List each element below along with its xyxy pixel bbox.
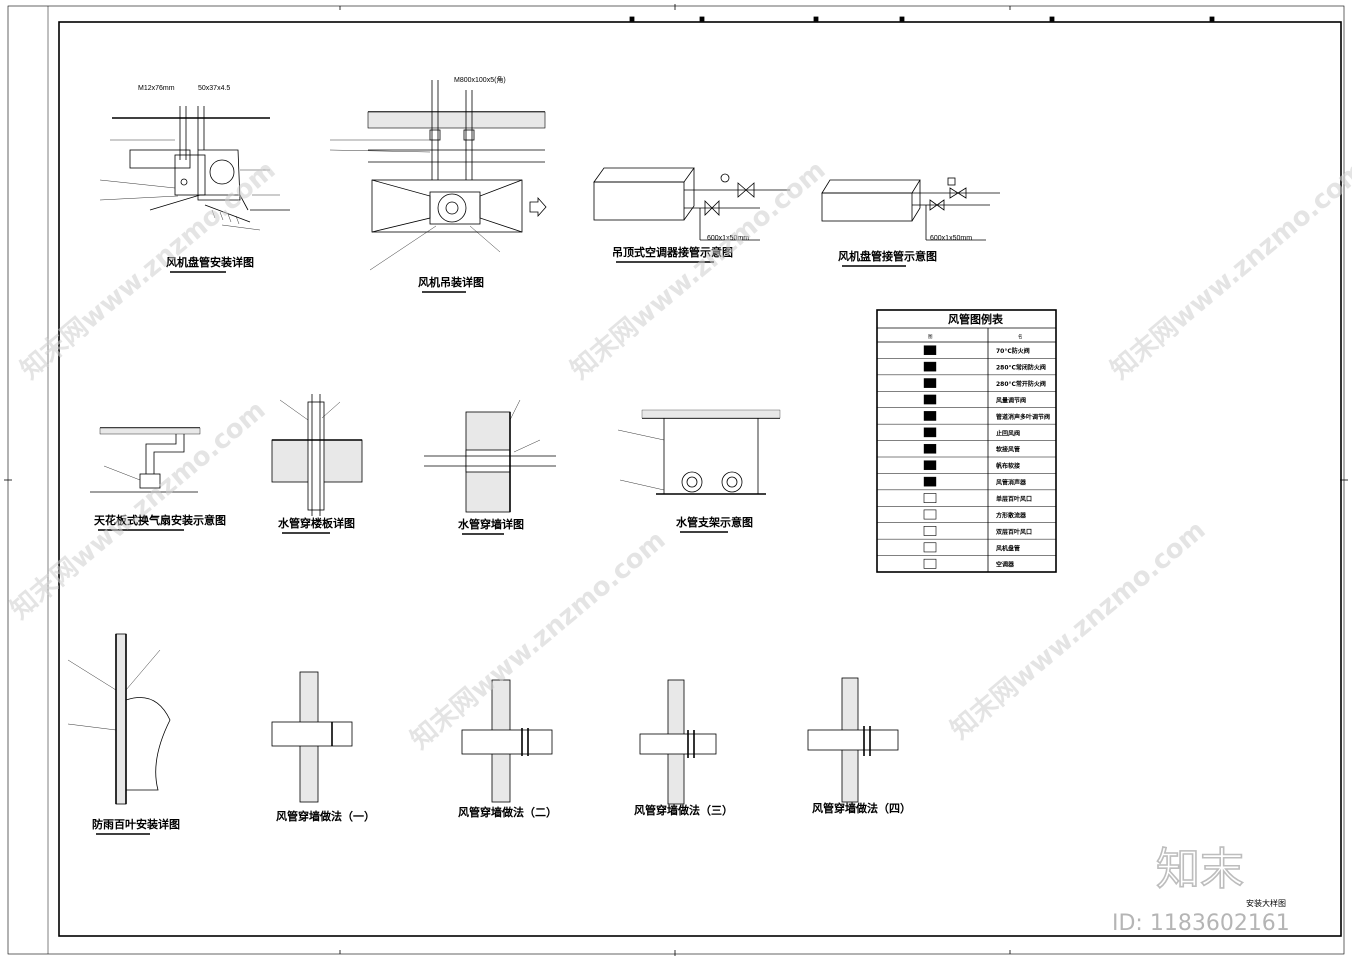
legend-head-name: 名 (1018, 333, 1023, 340)
fcu-dim-bolt: M12x76mm (138, 85, 175, 92)
logo: 知末 (1156, 844, 1244, 895)
legend-row: 风量调节阀 (877, 391, 1056, 404)
legend-row: 帆布软接 (877, 456, 1056, 471)
legend-row: 空调器 (877, 555, 1056, 569)
detail-duct-wall-1: 风管穿墙做法（一） (271, 671, 375, 823)
legend-row: 止回风阀 (877, 423, 1056, 438)
detail-ahu-pipe: 600x1x50mm 吊顶式空调器接管示意图 (593, 167, 790, 263)
legend-row-label: 管道消声多叶调节阀 (996, 413, 1050, 421)
duct-wall-2-caption: 风管穿墙做法（二） (458, 805, 557, 819)
svg-text:知末网www.znzmo.com: 知末网www.znzmo.com (945, 515, 1211, 745)
legend-row-label: 软接风管 (996, 446, 1020, 454)
legend-row: 280°C常闭防火阀 (877, 358, 1056, 372)
legend-row-label: 空调器 (996, 561, 1015, 569)
detail-pipe-support: 水管支架示意图 (617, 409, 781, 533)
louver-caption: 防雨百叶安装详图 (92, 817, 180, 831)
legend-title: 风管图例表 (948, 312, 1004, 326)
legend-symbol (923, 378, 937, 388)
legend-row: 软接风管 (877, 440, 1056, 454)
fcu-pipe-dim: 600x1x50mm (930, 235, 972, 242)
fan-hanging-caption: 风机吊装详图 (418, 275, 484, 289)
detail-fcu-install: M12x76mm 50x37x4.5 风机盘管安装详图 (99, 85, 290, 273)
id-text: ID: 1183602161 (1112, 911, 1290, 936)
pipe-support-caption: 水管支架示意图 (676, 515, 753, 529)
detail-fcu-pipe: 600x1x50mm 风机盘管接管示意图 (821, 177, 1000, 267)
legend-row: 单层百叶风口 (877, 489, 1056, 503)
legend-symbol (923, 394, 937, 405)
legend-row: 方形散流器 (877, 506, 1056, 519)
legend-symbol (923, 361, 937, 372)
ahu-dim: 600x1x50mm (707, 235, 749, 242)
legend-row-label: 风机盘管 (996, 544, 1020, 552)
legend-symbol (923, 411, 937, 421)
legend-symbol (923, 476, 937, 487)
legend-symbol (923, 542, 937, 553)
legend-row-label: 风管消声器 (996, 479, 1027, 487)
sheet-subtitle: 安装大样图 (1246, 898, 1286, 908)
svg-text:知末网www.znzmo.com: 知末网www.znzmo.com (405, 525, 671, 755)
legend-symbol (923, 427, 937, 438)
inner-frame (58, 21, 1342, 937)
svg-text:知末网www.znzmo.com: 知末网www.znzmo.com (15, 155, 281, 385)
frame-ticks (4, 4, 1348, 956)
legend-row: 280°C常开防火阀 (877, 374, 1056, 388)
detail-duct-wall-4: 风管穿墙做法（四） (807, 677, 911, 815)
legend-symbol (923, 493, 937, 503)
legend-symbol (923, 443, 937, 454)
legend-row: 风机盘管 (877, 538, 1056, 553)
legend-row-label: 280°C常闭防火阀 (996, 364, 1046, 372)
detail-pipe-wall: 水管穿墙详图 (424, 399, 556, 535)
pipe-wall-caption: 水管穿墙详图 (458, 517, 524, 531)
fan-dim-angle: M800x100x5(角) (454, 75, 506, 84)
detail-louver: 防雨百叶安装详图 (67, 633, 180, 835)
legend-row-label: 双层百叶风口 (996, 528, 1032, 536)
svg-text:知末网www.znzmo.com: 知末网www.znzmo.com (1105, 155, 1352, 385)
legend-row-label: 帆布软接 (996, 462, 1020, 470)
fcu-pipe-caption: 风机盘管接管示意图 (838, 249, 937, 263)
legend-row-label: 风量调节阀 (996, 396, 1026, 404)
detail-duct-wall-2: 风管穿墙做法（二） (458, 679, 557, 819)
fcu-dim-angle: 50x37x4.5 (198, 85, 230, 92)
legend-symbol (923, 345, 937, 356)
legend-symbol (923, 558, 937, 569)
legend-row-label: 单层百叶风口 (996, 495, 1032, 503)
legend-rows: 70°C防火阀 280°C常闭防火阀 280°C常开防火阀风量调节阀管道消声多叶调节… (877, 345, 1056, 569)
legend-row: 管道消声多叶调节阀 (877, 407, 1056, 421)
legend-row: 风管消声器 (877, 473, 1056, 487)
legend-row-label: 70°C防火阀 (996, 347, 1030, 355)
detail-fan-hanging: M800x100x5(角) 风机吊装详图 (329, 75, 547, 293)
legend-row-label: 280°C常开防火阀 (996, 380, 1046, 388)
legend-row: 70°C防火阀 (923, 345, 1030, 356)
legend-row-label: 止回风阀 (996, 429, 1020, 437)
pipe-floor-caption: 水管穿楼板详图 (278, 516, 355, 530)
legend-symbol (923, 509, 937, 520)
legend-symbol (923, 460, 937, 471)
duct-wall-4-caption: 风管穿墙做法（四） (812, 801, 911, 815)
duct-wall-1-caption: 风管穿墙做法（一） (276, 809, 375, 823)
detail-duct-wall-3: 风管穿墙做法（三） (634, 679, 733, 817)
legend-row-label: 方形散流器 (996, 511, 1027, 519)
legend-head-symbol: 图 (928, 334, 933, 340)
ahu-pipe-caption: 吊顶式空调器接管示意图 (612, 245, 733, 259)
legend-symbol (923, 526, 937, 536)
duct-wall-3-caption: 风管穿墙做法（三） (634, 803, 733, 817)
legend-table: 风管图例表 图 名 70°C防火阀 280°C常闭防火阀 280°C常开防火阀风量调… (876, 309, 1057, 573)
ceiling-fan-caption: 天花板式换气扇安装示意图 (94, 513, 226, 527)
detail-ceiling-fan: 天花板式换气扇安装示意图 (90, 427, 226, 531)
legend-row: 双层百叶风口 (877, 522, 1056, 536)
detail-pipe-floor: 水管穿楼板详图 (271, 394, 363, 534)
fcu-install-caption: 风机盘管安装详图 (166, 255, 254, 269)
